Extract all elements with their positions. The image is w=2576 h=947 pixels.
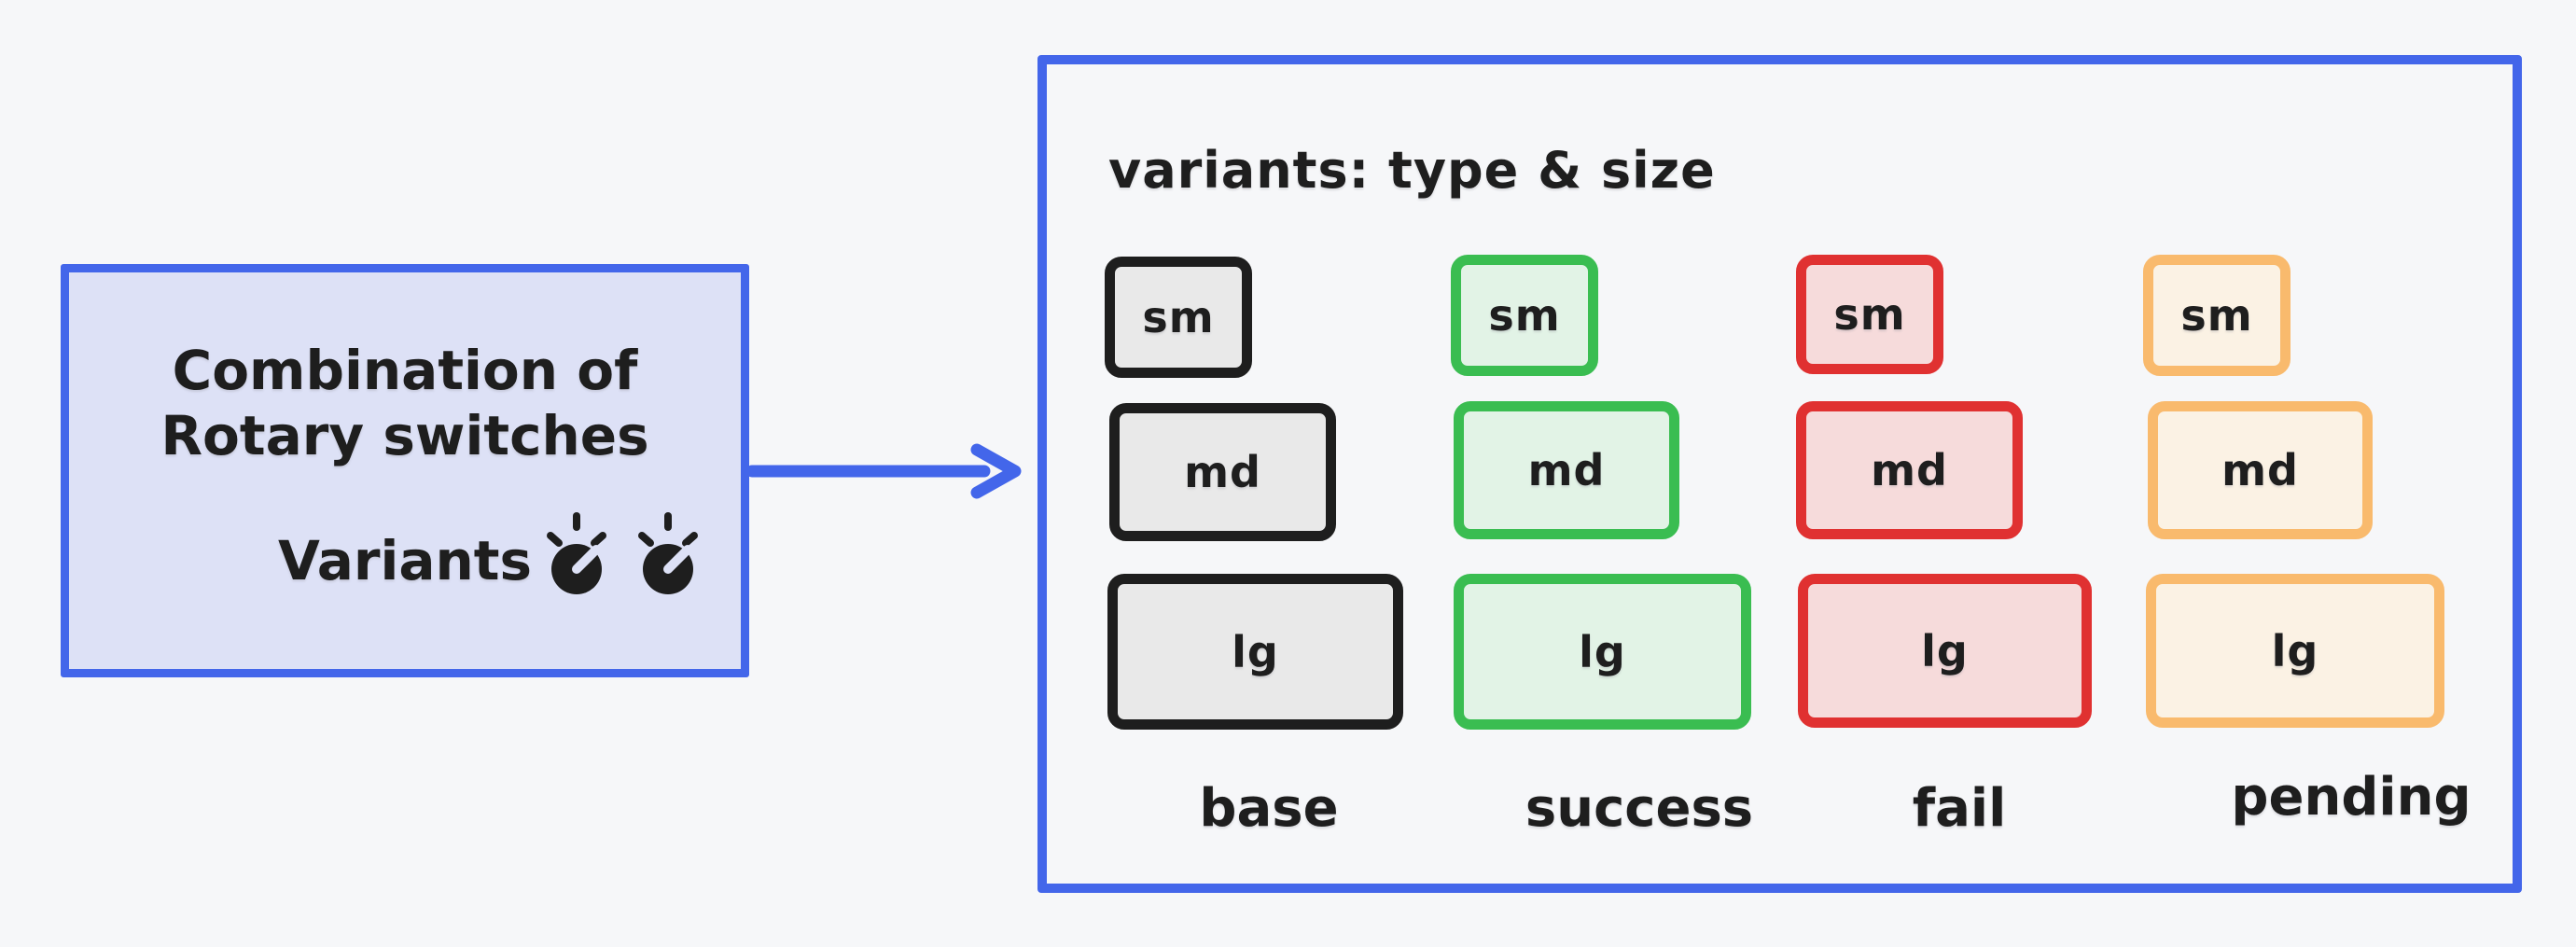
button-size-label: sm [1488,290,1561,341]
button-size-label: lg [1232,626,1279,677]
button-success-md[interactable]: md [1454,401,1679,539]
column-label-base: base [1199,778,1339,839]
button-fail-sm[interactable]: sm [1796,255,1943,374]
button-size-label: lg [1579,626,1626,677]
rotary-knob-icon [638,512,698,594]
note-caption: Variants [277,529,533,592]
button-size-label: md [2221,445,2299,495]
rotary-switches-note-box: Combination of Rotary switches Variants [61,264,749,677]
button-base-lg[interactable]: lg [1107,574,1403,730]
button-size-label: sm [1142,292,1215,342]
button-fail-md[interactable]: md [1796,401,2023,539]
column-label-fail: fail [1912,778,2007,839]
button-size-label: lg [1921,625,1969,676]
button-pending-md[interactable]: md [2148,401,2373,539]
column-label-success: success [1525,778,1754,839]
button-base-sm[interactable]: sm [1105,257,1252,378]
button-size-label: md [1871,445,1948,495]
column-label-pending: pending [2231,767,2472,828]
button-size-label: md [1184,447,1261,497]
variants-panel-box: variants: type & size sm md lg sm md lg … [1037,55,2522,893]
note-title-line1: Combination of [172,339,638,402]
flow-arrow-icon [749,443,1022,499]
button-size-label: lg [2271,625,2319,676]
button-size-label: md [1527,445,1606,495]
button-fail-lg[interactable]: lg [1798,574,2092,728]
button-size-label: sm [2180,290,2253,341]
button-success-lg[interactable]: lg [1454,574,1751,730]
button-size-label: sm [1833,289,1906,340]
button-pending-sm[interactable]: sm [2143,255,2291,376]
rotary-knob-icon [547,512,606,594]
panel-title: variants: type & size [1108,141,1716,200]
button-base-md[interactable]: md [1109,403,1336,541]
button-pending-lg[interactable]: lg [2146,574,2444,728]
note-title: Combination of Rotary switches [69,338,741,468]
button-success-sm[interactable]: sm [1451,255,1598,376]
note-title-line2: Rotary switches [160,404,649,467]
